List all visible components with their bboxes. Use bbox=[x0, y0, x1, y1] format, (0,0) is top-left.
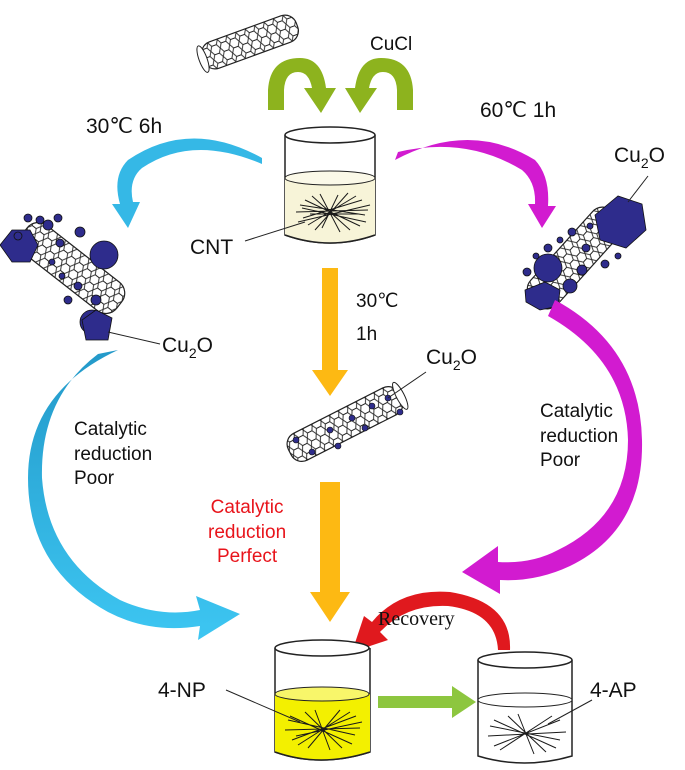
cnt-pointer bbox=[244, 221, 306, 242]
center-cnt-cu2o bbox=[286, 381, 409, 462]
top-cnt bbox=[196, 14, 299, 73]
recovery-arrow bbox=[352, 591, 511, 652]
arrow-right-bottom bbox=[462, 300, 643, 594]
left-cnt-cu2o bbox=[0, 213, 126, 341]
center-result-text: Catalytic reduction Perfect bbox=[208, 497, 287, 568]
arrow-center-bottom bbox=[310, 482, 350, 622]
center-cu2o-label: Cu2O bbox=[426, 346, 477, 373]
conversion-arrow bbox=[378, 686, 476, 718]
arrow-left-bottom bbox=[28, 350, 240, 640]
ap-label: 4-AP bbox=[590, 679, 637, 702]
recovery-label: Recovery bbox=[378, 608, 455, 630]
ap-pointer bbox=[547, 699, 593, 725]
arrow-center-top bbox=[312, 268, 348, 396]
right-result-text: Catalytic reduction Poor bbox=[540, 401, 619, 472]
left-result-text: Catalytic reduction Poor bbox=[74, 419, 153, 490]
cucl-label: CuCl bbox=[370, 34, 412, 55]
right-cu2o-label: Cu2O bbox=[614, 144, 665, 171]
arrow-left-top bbox=[112, 138, 262, 228]
center-cu2o-pointer bbox=[387, 371, 427, 399]
ap-cnt-bundle bbox=[487, 713, 567, 755]
cnt-bundle bbox=[295, 192, 371, 233]
condition-left: 30℃ 6h bbox=[86, 115, 163, 138]
condition-right: 60℃ 1h bbox=[480, 99, 557, 122]
np-label: 4-NP bbox=[158, 679, 206, 702]
condition-center-temp: 30℃ bbox=[356, 291, 399, 312]
right-cnt-cu2o bbox=[522, 195, 647, 311]
np-cnt-bundle bbox=[284, 709, 363, 751]
np-pointer bbox=[225, 689, 301, 723]
right-cu2o-pointer bbox=[627, 175, 649, 203]
ap-beaker bbox=[477, 651, 573, 764]
cnt-label: CNT bbox=[190, 236, 233, 259]
left-cu2o-label: Cu2O bbox=[162, 334, 213, 361]
np-beaker bbox=[274, 639, 371, 761]
left-cu2o-pointer bbox=[107, 331, 161, 345]
condition-center-time: 1h bbox=[356, 324, 378, 345]
top-beaker bbox=[284, 126, 376, 244]
arrow-right-top bbox=[395, 140, 556, 228]
cucl-arrows bbox=[268, 58, 413, 113]
